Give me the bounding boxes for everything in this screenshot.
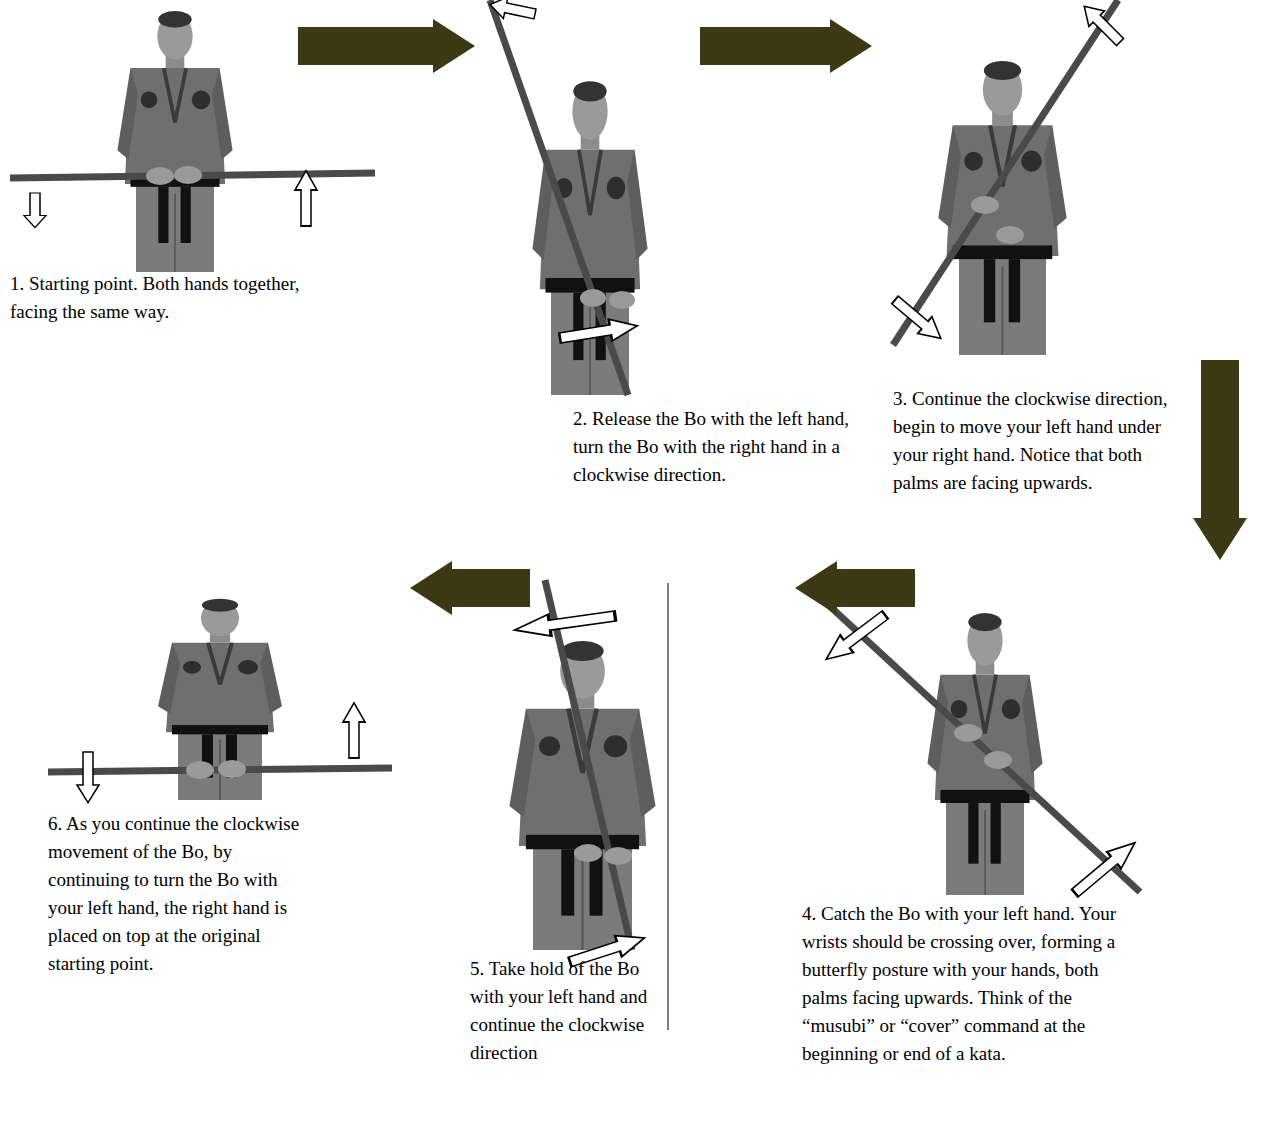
photo-step-4	[810, 588, 1142, 901]
flow-arrow	[410, 561, 530, 615]
step-panel: 2. Release the Bo with the left hand, tu…	[475, 0, 700, 395]
step-panel: 3. Continue the clockwise direction, beg…	[872, 0, 1245, 360]
step-caption: 3. Continue the clockwise direction, beg…	[893, 385, 1183, 497]
step-caption: 1. Starting point. Both hands together, …	[10, 270, 340, 326]
step-caption: 6. As you continue the clockwise movemen…	[48, 810, 306, 978]
flow-arrow	[1193, 360, 1247, 560]
flow-arrow	[298, 19, 475, 73]
step-caption: 4. Catch the Bo with your left hand. You…	[802, 900, 1147, 1068]
flow-arrow	[700, 19, 872, 73]
step-panel: 5. Take hold of the Bo with your left ha…	[530, 575, 795, 950]
step-panel: 6. As you continue the clockwise movemen…	[48, 575, 410, 800]
step-panel: 4. Catch the Bo with your left hand. You…	[915, 560, 1245, 895]
step-caption: 5. Take hold of the Bo with your left ha…	[470, 955, 662, 1067]
step-panel: 1. Starting point. Both hands together, …	[10, 0, 298, 265]
flow-arrow	[795, 561, 915, 615]
photo-step-2	[488, 0, 648, 395]
photo-step-6	[48, 599, 392, 803]
step-caption: 2. Release the Bo with the left hand, tu…	[573, 405, 868, 489]
photo-step-3	[888, 0, 1128, 355]
